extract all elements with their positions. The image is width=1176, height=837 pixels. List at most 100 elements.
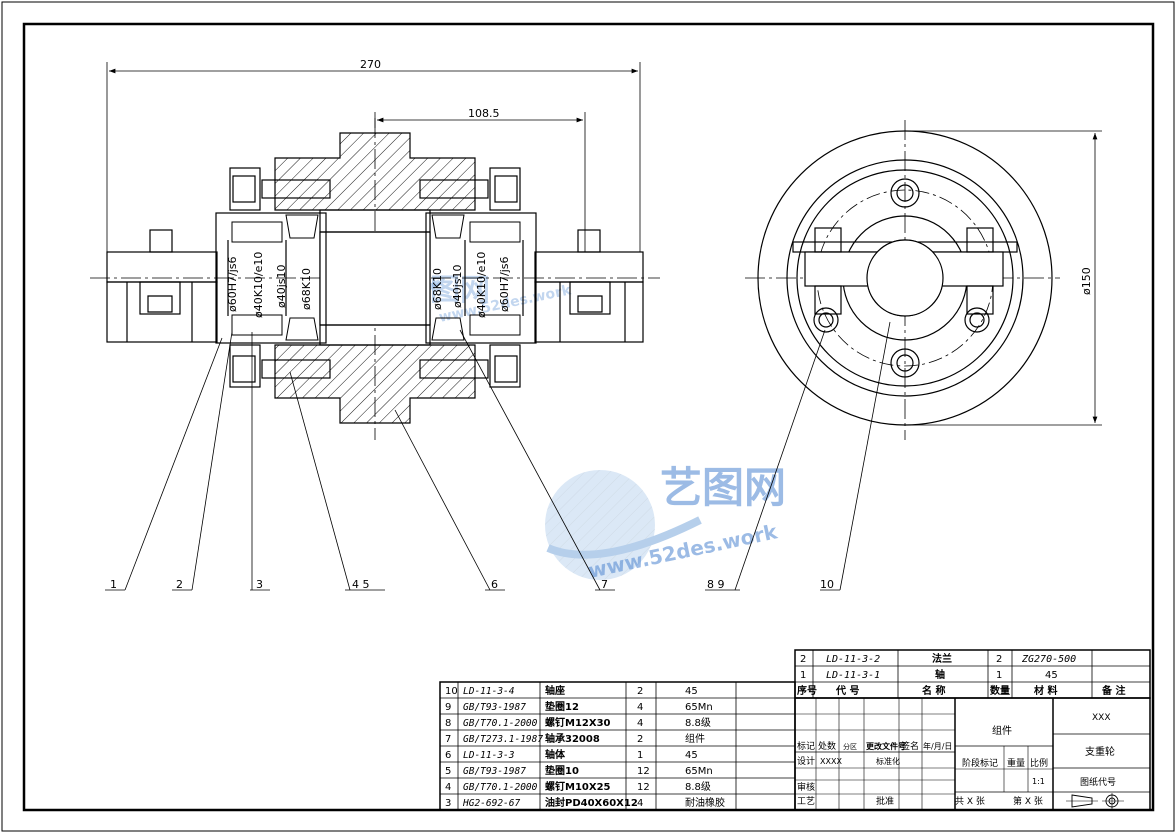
fit-label: ø68K10 xyxy=(431,268,444,310)
fit-labels-left: ø60H7/js6 ø40K10/e10 ø40js10 ø68K10 xyxy=(226,252,313,318)
dimension-lines xyxy=(106,62,641,252)
bom-cell: 3 xyxy=(445,798,451,809)
fit-label: ø60H7/js6 xyxy=(498,257,511,313)
bom-cell: GB/T93-1987 xyxy=(463,702,526,713)
bom-cell: 5 xyxy=(445,766,451,777)
dim-diameter xyxy=(905,130,1102,426)
bom-cell: 4 xyxy=(637,798,643,809)
fit-labels-right: ø68K10 ø40js10 ø40K10/e10 ø60H7/js6 xyxy=(431,252,511,318)
fit-label: ø40js10 xyxy=(275,264,288,308)
bom-cell: 2 xyxy=(637,734,643,745)
bom-cell: 10 xyxy=(445,686,458,697)
bom-cell: GB/T93-1987 xyxy=(463,766,526,777)
tb-scale: 比例 xyxy=(1030,757,1048,769)
bom-cell: 垫圈10 xyxy=(545,764,579,777)
bom-cell: LD-11-3-1 xyxy=(826,670,880,681)
bom-cell: GB/T70.1-2000 xyxy=(463,718,538,729)
fit-label: ø40js10 xyxy=(451,264,464,308)
bom-cell: HG2-692-67 xyxy=(462,798,520,809)
bom-cell: 65Mn xyxy=(685,766,713,777)
callout-label: 10 xyxy=(820,578,834,591)
leader-lines xyxy=(105,321,891,591)
bom-cell: 组件 xyxy=(685,732,705,745)
bom-header: 序号 xyxy=(797,684,817,697)
tb-zones: 处数 xyxy=(818,740,836,752)
callout-label: 8 9 xyxy=(707,578,725,591)
fit-label: ø60H7/js6 xyxy=(226,257,239,313)
tb-drawing-name: 支重轮 xyxy=(1085,745,1115,758)
bom-cell: 4 xyxy=(445,782,451,793)
bom-cell: 12 xyxy=(637,782,650,793)
tb-process: 工艺 xyxy=(797,796,815,807)
dim-overall-length: 270 xyxy=(360,58,381,71)
bom-cell: LD-11-3-3 xyxy=(463,750,515,761)
bom-cell: 螺钉M12X30 xyxy=(545,716,611,729)
bom-cell: 45 xyxy=(1045,670,1058,681)
callout-label: 4 5 xyxy=(352,578,370,591)
tb-scale-value: 1:1 xyxy=(1032,777,1045,786)
bom-cell: 8.8级 xyxy=(685,717,711,729)
bom-header: 材 料 xyxy=(1034,684,1057,697)
bom-cell: 螺钉M10X25 xyxy=(545,780,611,793)
tb-partition: 分区 xyxy=(843,742,857,751)
bom-header: 备 注 xyxy=(1101,684,1125,697)
tb-company: XXX xyxy=(1092,713,1111,723)
bom-cell: ZG270-500 xyxy=(1021,654,1076,665)
bom-cell: 1 xyxy=(800,670,806,681)
bom-header: 数量 xyxy=(990,684,1010,697)
tb-weight: 重量 xyxy=(1007,757,1025,769)
bom-cell: 轴座 xyxy=(545,684,565,697)
section-view xyxy=(90,118,660,440)
tb-date: 年/月/日 xyxy=(923,741,952,751)
dim-outer-diameter: ø150 xyxy=(1080,267,1093,295)
bom-cell: 1 xyxy=(996,670,1002,681)
bom-cell: 7 xyxy=(445,734,451,745)
tb-standardize: 标准化 xyxy=(876,756,900,766)
bom-cell: LD-11-3-2 xyxy=(826,654,880,665)
bom-cell: 4 xyxy=(637,702,643,713)
tb-stage-mark: 阶段标记 xyxy=(962,757,998,769)
title-block-text: 标记 处数 分区 更改文件号 签名 年/月/日 设计 XXXX 标准化 审核 工… xyxy=(797,713,1116,807)
bom-cell: 轴承32008 xyxy=(545,732,600,745)
bom-cell: 法兰 xyxy=(932,652,952,665)
bom-top: 2 LD-11-3-2 法兰 2 ZG270-500 1 LD-11-3-1 轴… xyxy=(797,652,1125,697)
fit-label: ø40K10/e10 xyxy=(475,252,488,318)
tb-change-doc: 更改文件号 xyxy=(866,741,906,751)
callout-label: 6 xyxy=(491,578,498,591)
tb-review: 审核 xyxy=(797,781,815,793)
bom-cell: 2 xyxy=(637,686,643,697)
tb-design: 设计 xyxy=(797,755,815,767)
callout-label: 2 xyxy=(176,578,183,591)
bom-cell: 2 xyxy=(800,654,806,665)
bom-cell: 垫圈12 xyxy=(545,700,579,713)
fit-label: ø40K10/e10 xyxy=(252,252,265,318)
bom-cell: 2 xyxy=(996,654,1002,665)
tb-designer: XXXX xyxy=(820,757,842,766)
tb-mark: 标记 xyxy=(797,740,815,752)
callout-labels: 1 2 3 4 5 6 7 8 9 10 xyxy=(110,578,834,591)
bom-cell: 45 xyxy=(685,686,698,697)
dim-center-distance: 108.5 xyxy=(468,107,500,120)
callout-label: 1 xyxy=(110,578,117,591)
bom-cell: 轴体 xyxy=(545,748,566,761)
bom-cell: LD-11-3-4 xyxy=(463,686,515,697)
bom-cell: 轴 xyxy=(935,668,945,681)
bom-cell: 6 xyxy=(445,750,451,761)
title-block-grid xyxy=(439,649,1151,811)
end-view xyxy=(745,120,1060,440)
bom-cell: 8 xyxy=(445,718,451,729)
projection-symbol xyxy=(1066,793,1124,809)
tb-sheet-no: 第 X 张 xyxy=(1013,795,1043,807)
bom-cell: 65Mn xyxy=(685,702,713,713)
bom-cell: 耐油橡胶 xyxy=(685,796,725,809)
inner-border xyxy=(22,22,1155,812)
bom-cell: 1 xyxy=(637,750,643,761)
watermark-brand: 艺图网 xyxy=(660,463,786,512)
tb-signature: 签名 xyxy=(901,740,919,752)
bom-cell: 45 xyxy=(685,750,698,761)
bom-cell: 8.8级 xyxy=(685,781,711,793)
bom-cell: 油封PD40X60X12 xyxy=(545,796,638,809)
